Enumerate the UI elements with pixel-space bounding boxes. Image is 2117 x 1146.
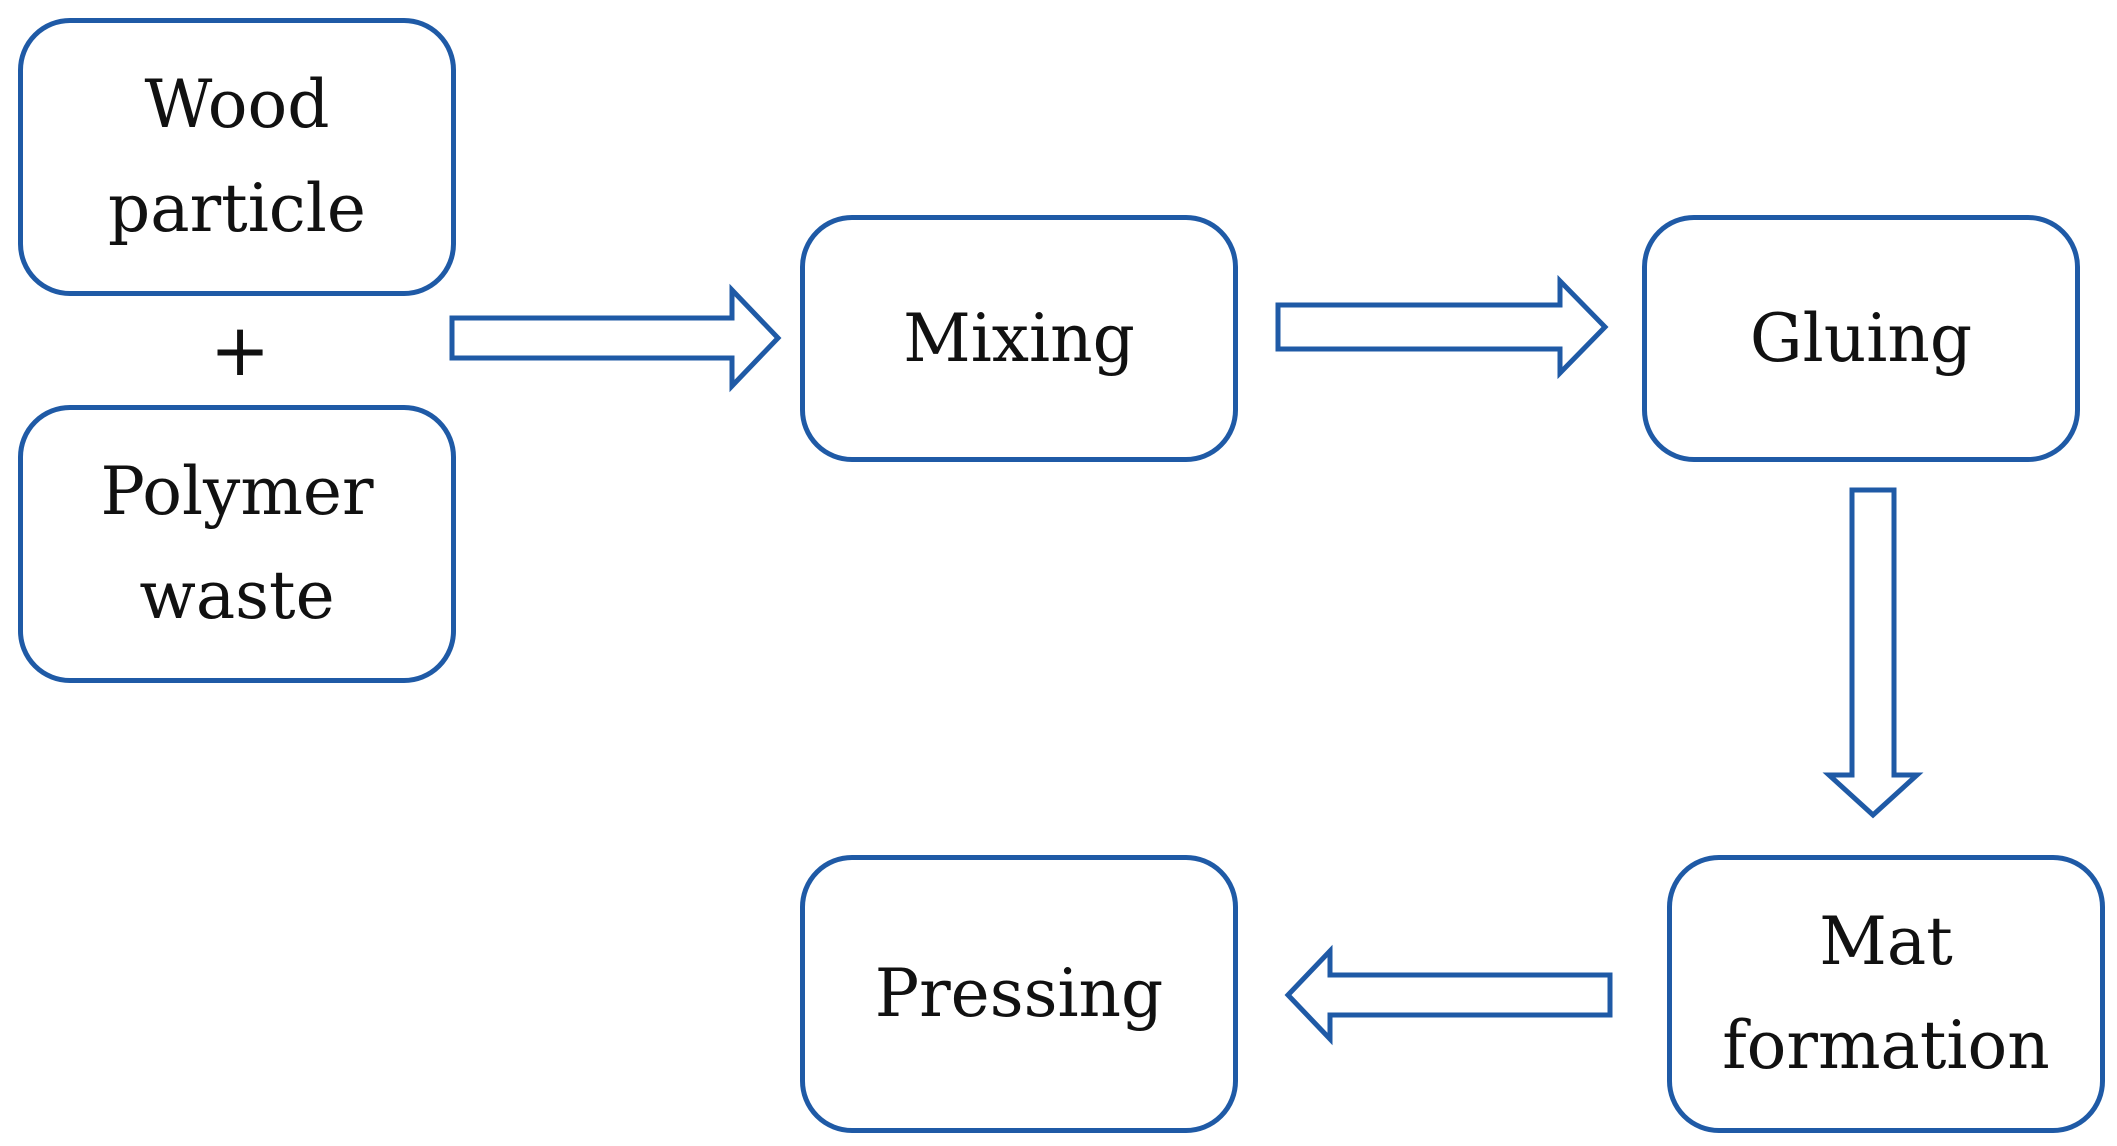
wood-particle-label-line1: Wood (144, 66, 330, 143)
polymer-waste-box: Polymer waste (18, 405, 456, 683)
gluing-label: Gluing (1749, 299, 1973, 377)
wood-particle-label-line2: particle (108, 170, 366, 247)
mixing-label: Mixing (903, 299, 1135, 377)
arrow-mat-formation-to-pressing (1284, 944, 1613, 1046)
polymer-waste-label-line2: waste (139, 557, 335, 634)
arrow-inputs-to-mixing (449, 283, 782, 393)
mat-formation-label-line1: Mat (1819, 903, 1953, 980)
mixing-box: Mixing (800, 215, 1238, 462)
arrow-gluing-to-mat-formation (1822, 487, 1924, 819)
polymer-waste-label-line1: Polymer (100, 453, 374, 530)
arrow-mixing-to-gluing (1275, 274, 1609, 380)
gluing-box: Gluing (1642, 215, 2080, 462)
mat-formation-box: Mat formation (1667, 855, 2105, 1133)
wood-particle-box: Wood particle (18, 18, 456, 296)
mat-formation-label-line2: formation (1722, 1007, 2050, 1084)
pressing-box: Pressing (800, 855, 1238, 1133)
plus-sign: + (209, 308, 271, 392)
pressing-label: Pressing (874, 955, 1164, 1032)
